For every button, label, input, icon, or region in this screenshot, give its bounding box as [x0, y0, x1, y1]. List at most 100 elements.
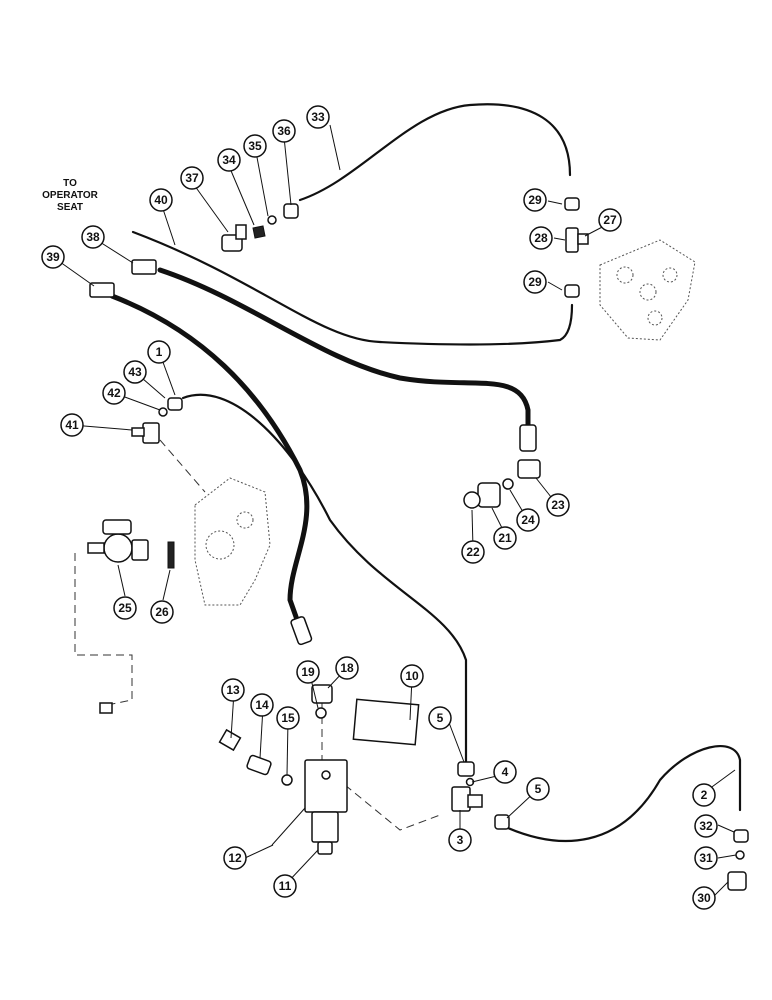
callout-29-bottom: 29: [523, 270, 547, 294]
callout-40: 40: [149, 188, 173, 212]
svg-text:38: 38: [86, 230, 100, 244]
svg-text:10: 10: [405, 669, 419, 683]
pin-26: [167, 541, 175, 569]
washer-31: [735, 850, 745, 860]
steel-tube-13: [58, 702, 242, 825]
svg-text:32: 32: [699, 819, 713, 833]
nut-5-upper: [457, 761, 475, 777]
tee-fitting-28: [565, 227, 589, 253]
hose-33: [298, 103, 572, 202]
tee-25: [87, 519, 149, 563]
callout-11: 11: [273, 874, 297, 898]
bolt-12: [271, 807, 306, 846]
svg-text:42: 42: [107, 386, 121, 400]
svg-text:25: 25: [118, 601, 132, 615]
svg-text:29: 29: [528, 193, 542, 207]
svg-text:3: 3: [457, 833, 464, 847]
hose-38: [157, 267, 531, 428]
svg-text:5: 5: [535, 782, 542, 796]
nut-36: [283, 203, 299, 219]
svg-text:33: 33: [311, 110, 325, 124]
svg-text:27: 27: [603, 213, 617, 227]
callout-19: 19: [296, 660, 320, 684]
dashed-line-25-tube: [74, 553, 133, 705]
callout-12: 12: [223, 846, 247, 870]
callout-5-upper: 5: [428, 706, 452, 730]
hose-end-39-bottom: [290, 616, 313, 646]
nut-32: [733, 829, 749, 843]
svg-text:24: 24: [521, 513, 535, 527]
callout-5-lower: 5: [526, 777, 550, 801]
tee-fitting-41: [131, 422, 160, 444]
svg-text:19: 19: [301, 665, 315, 679]
oring-22: [463, 491, 481, 509]
note-line-1: TO: [63, 178, 77, 189]
svg-text:31: 31: [699, 851, 713, 865]
dashed-line-41-casting: [159, 439, 206, 493]
svg-text:22: 22: [466, 545, 480, 559]
callout-23: 23: [546, 493, 570, 517]
callout-25: 25: [113, 596, 137, 620]
svg-text:36: 36: [277, 124, 291, 138]
callout-43: 43: [123, 360, 147, 384]
svg-text:37: 37: [185, 171, 199, 185]
callout-36: 36: [272, 119, 296, 143]
nut-5-lower: [494, 814, 510, 830]
svg-text:5: 5: [437, 711, 444, 725]
svg-text:35: 35: [248, 139, 262, 153]
callout-15: 15: [276, 706, 300, 730]
svg-text:4: 4: [502, 765, 509, 779]
callout-14: 14: [250, 693, 274, 717]
valve-block-11: [304, 759, 348, 855]
elbow-23: [517, 459, 541, 479]
operator-seat-note: TO OPERATOR SEAT: [30, 178, 110, 214]
oring-15: [281, 774, 293, 786]
callout-33: 33: [306, 105, 330, 129]
tee-fitting-3: [451, 786, 483, 812]
callout-32: 32: [694, 814, 718, 838]
svg-text:28: 28: [534, 231, 548, 245]
callout-41: 41: [60, 413, 84, 437]
callout-30: 30: [692, 886, 716, 910]
svg-text:12: 12: [228, 851, 242, 865]
fitting-14: [246, 754, 272, 776]
hose-1: [181, 393, 468, 764]
note-line-3: SEAT: [57, 202, 83, 213]
callout-22: 22: [461, 540, 485, 564]
callout-18: 18: [335, 656, 359, 680]
svg-text:21: 21: [498, 531, 512, 545]
fitting-18: [311, 684, 333, 704]
callout-21: 21: [493, 526, 517, 550]
dashed-line-block-tee: [344, 784, 441, 831]
callout-10: 10: [400, 664, 424, 688]
callout-28: 28: [529, 226, 553, 250]
svg-text:15: 15: [281, 711, 295, 725]
adapter-21: [477, 482, 501, 508]
callout-4: 4: [493, 760, 517, 784]
svg-text:30: 30: [697, 891, 711, 905]
svg-text:14: 14: [255, 698, 269, 712]
svg-text:41: 41: [65, 418, 79, 432]
callout-1: 1: [147, 340, 171, 364]
svg-text:18: 18: [340, 661, 354, 675]
fitting-37: [221, 224, 247, 252]
svg-text:43: 43: [128, 365, 142, 379]
callout-34: 34: [217, 148, 241, 172]
svg-text:2: 2: [701, 788, 708, 802]
callout-13: 13: [221, 678, 245, 702]
svg-text:39: 39: [46, 250, 60, 264]
hose-40: [131, 230, 574, 346]
callout-26: 26: [150, 600, 174, 624]
callout-3: 3: [448, 828, 472, 852]
washer-35: [267, 215, 277, 225]
svg-text:1: 1: [156, 345, 163, 359]
oring-19: [315, 707, 327, 719]
hitch-valve-casting: [194, 477, 271, 606]
callout-42: 42: [102, 381, 126, 405]
svg-text:34: 34: [222, 153, 236, 167]
plate-10: [352, 698, 420, 746]
callout-24: 24: [516, 508, 540, 532]
svg-text:29: 29: [528, 275, 542, 289]
callout-37: 37: [180, 166, 204, 190]
